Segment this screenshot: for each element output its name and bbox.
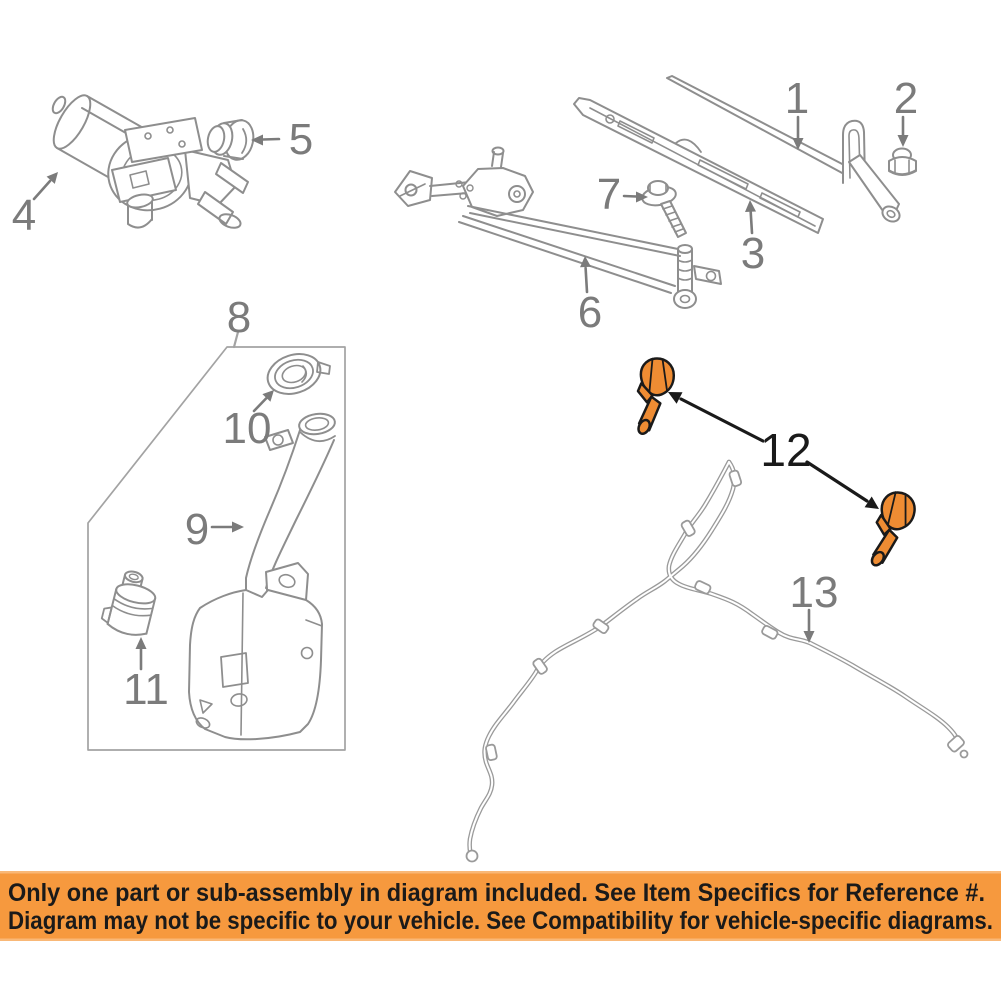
callout-label-7: 7 bbox=[597, 170, 621, 219]
callout-arrow-1 bbox=[792, 115, 804, 150]
callout-label-3: 3 bbox=[741, 229, 765, 278]
callout-label-6: 6 bbox=[578, 288, 602, 337]
callout-label-9: 9 bbox=[185, 505, 209, 554]
callout-arrow-11 bbox=[135, 637, 147, 671]
washer-hose-drawing bbox=[465, 459, 969, 863]
hose-right-end-fitting bbox=[947, 734, 969, 759]
wiper-motor-drawing bbox=[51, 94, 249, 229]
callout-label-4: 4 bbox=[12, 191, 36, 240]
banner-top-edge bbox=[0, 871, 1001, 874]
callout-arrow-6 bbox=[580, 256, 591, 294]
callout-label-10: 10 bbox=[223, 404, 272, 453]
washer-nozzles-drawing bbox=[636, 357, 916, 567]
callout-label-12: 12 bbox=[760, 424, 811, 476]
callout-arrow-9 bbox=[210, 521, 244, 533]
filler-neck-drawing bbox=[245, 412, 336, 593]
washer-reservoir-drawing bbox=[188, 562, 323, 741]
washer-nozzle-left-drawing bbox=[636, 357, 676, 436]
hose-left-run-inner bbox=[468, 461, 736, 860]
hose-right-run-inner bbox=[667, 461, 959, 744]
callout-arrow-10 bbox=[252, 390, 274, 413]
reservoir-cap-drawing bbox=[266, 353, 331, 395]
diagram-linework bbox=[51, 75, 917, 751]
callout-8-leader bbox=[232, 330, 240, 349]
washer-pump-drawing bbox=[100, 570, 157, 636]
banner-line-1: Only one part or sub-assembly in diagram… bbox=[8, 879, 985, 907]
callout-arrow-12-left bbox=[668, 392, 765, 443]
arm-nut-drawing bbox=[888, 147, 917, 176]
wiper-linkage-drawing bbox=[394, 146, 722, 309]
callout-12-arrows bbox=[668, 392, 879, 509]
callout-label-13: 13 bbox=[790, 568, 839, 617]
banner-line-2: Diagram may not be specific to your vehi… bbox=[8, 907, 993, 935]
callout-arrow-4 bbox=[32, 172, 58, 201]
motor-grommet-drawing bbox=[206, 119, 255, 161]
banner-bottom-edge bbox=[0, 938, 1001, 941]
callout-arrows bbox=[32, 115, 909, 671]
washer-nozzle-right-drawing bbox=[870, 491, 916, 567]
callout-labels: 1 2 3 4 5 6 7 8 9 10 11 13 bbox=[12, 74, 918, 714]
callout-label-2: 2 bbox=[894, 74, 918, 123]
callout-arrow-3 bbox=[745, 200, 756, 235]
callout-label-8: 8 bbox=[227, 293, 251, 342]
callout-arrow-12-right bbox=[805, 460, 879, 509]
callout-arrow-2 bbox=[897, 115, 909, 147]
banner-background bbox=[0, 871, 1001, 941]
reservoir-box-outline bbox=[87, 346, 346, 751]
callout-arrow-13 bbox=[803, 608, 815, 643]
hose-left-end-fitting bbox=[465, 849, 479, 863]
callout-arrow-5 bbox=[251, 134, 281, 146]
disclaimer-banner: Only one part or sub-assembly in diagram… bbox=[0, 871, 1001, 941]
callout-label-1: 1 bbox=[785, 74, 809, 123]
hose-clips bbox=[485, 469, 779, 762]
wiper-arm-drawing bbox=[666, 75, 901, 223]
callout-label-11: 11 bbox=[123, 665, 169, 714]
callout-label-5: 5 bbox=[289, 115, 313, 164]
wiper-blade-drawing bbox=[573, 97, 824, 234]
callout-arrow-7 bbox=[622, 191, 648, 203]
